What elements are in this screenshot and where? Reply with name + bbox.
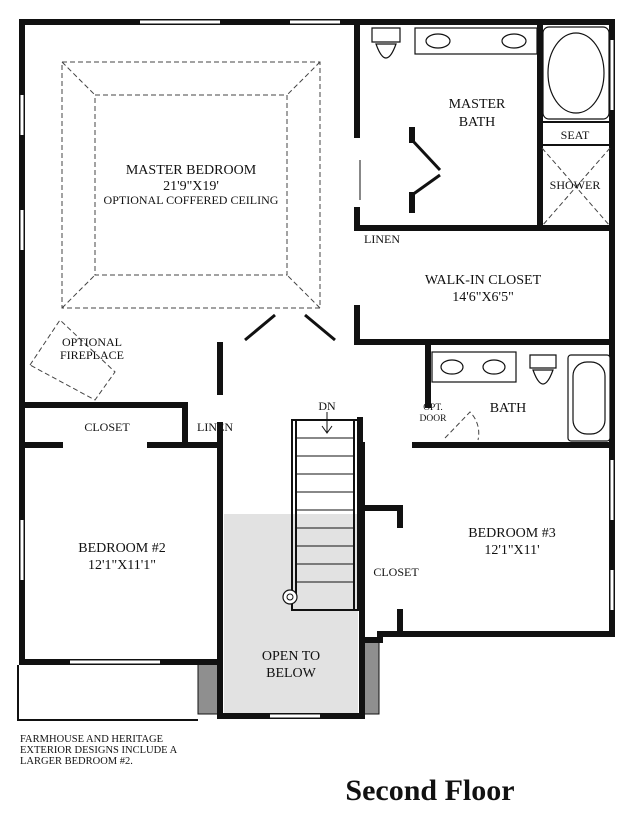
shower-label: SHOWER: [550, 178, 601, 192]
master-bedroom-size: 21'9"X19': [163, 179, 219, 194]
open-to-below-line1: OPEN TO: [262, 649, 320, 664]
master-bath-label-line1: MASTER: [449, 97, 506, 112]
doors: [244, 138, 442, 342]
opt-door-label-line1: OPT.: [423, 403, 443, 413]
fireplace-outline: [29, 319, 116, 401]
walk-in-closet-size: 14'6"X6'5": [452, 290, 514, 305]
closet-left-label: CLOSET: [84, 420, 130, 434]
bath-label: BATH: [490, 401, 527, 416]
fireplace-label-line2: FIREPLACE: [60, 348, 124, 362]
master-bedroom-ceiling-note: OPTIONAL COFFERED CEILING: [104, 193, 279, 207]
closet-right-label: CLOSET: [373, 565, 419, 579]
linen-hall-label: LINEN: [197, 420, 233, 434]
open-to-below-line2: BELOW: [266, 666, 317, 681]
master-bath-fixtures: [371, 26, 611, 227]
bedroom2-name: BEDROOM #2: [78, 541, 166, 556]
bedroom3-name: BEDROOM #3: [468, 526, 556, 541]
bedroom2-size: 12'1"X11'1": [88, 558, 156, 573]
footnote-line1: FARMHOUSE AND HERITAGE: [20, 734, 163, 745]
fireplace-label-line1: OPTIONAL: [62, 335, 122, 349]
footnote-line3: LARGER BEDROOM #2.: [20, 756, 133, 767]
bedroom3-size: 12'1"X11': [484, 543, 539, 558]
stair-down-label: DN: [318, 399, 336, 413]
master-bedroom-name: MASTER BEDROOM: [126, 163, 257, 178]
seat-label: SEAT: [561, 128, 590, 142]
walk-in-closet-name: WALK-IN CLOSET: [425, 273, 542, 288]
opt-door-label-line2: DOOR: [420, 414, 448, 424]
master-bath-label-line2: BATH: [459, 115, 496, 130]
column-left: [197, 661, 221, 715]
interior-walls: [17, 19, 615, 721]
linen-upper-label: LINEN: [364, 232, 400, 246]
hall-bath-fixtures: [431, 351, 611, 442]
floor-title: Second Floor: [345, 774, 514, 807]
staircase: [282, 412, 359, 611]
footnote-line2: EXTERIOR DESIGNS INCLUDE A: [20, 745, 178, 756]
coffered-ceiling-outline: [61, 61, 321, 309]
column-right: [362, 639, 380, 715]
